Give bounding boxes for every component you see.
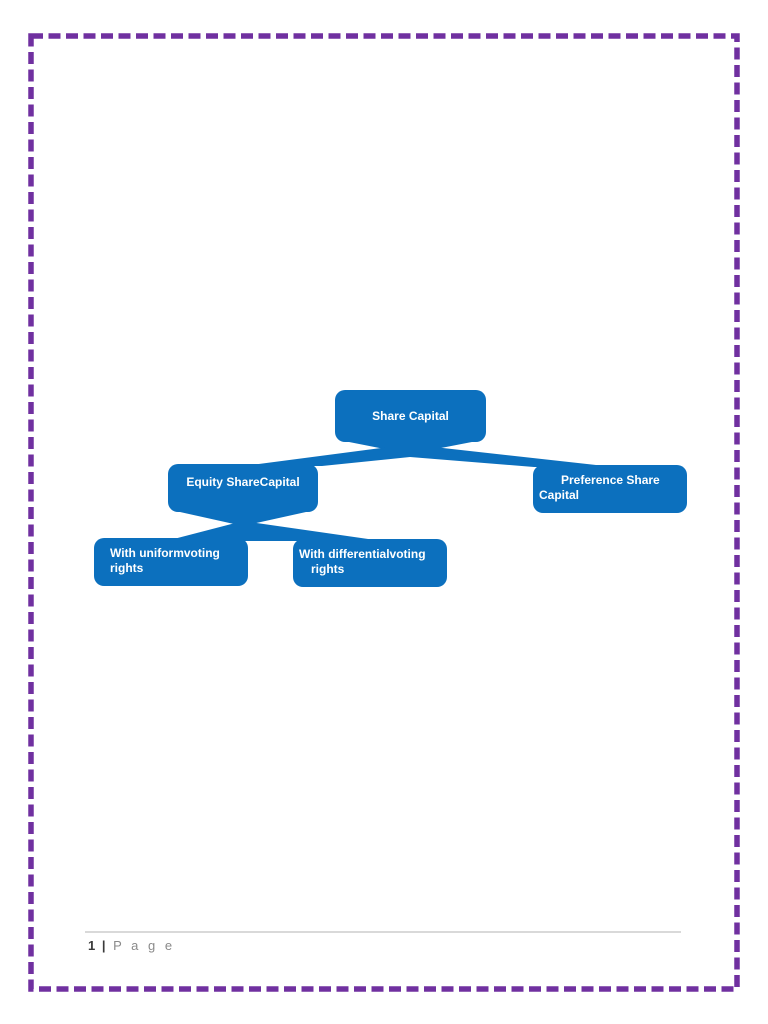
node-differential-voting-rights-label: With differentialvoting rights [299, 547, 426, 576]
page-border [28, 33, 740, 992]
footer-separator: | [101, 938, 106, 953]
connector-equity-tail [180, 512, 306, 526]
node-share-capital-label: Share Capital [372, 408, 449, 423]
node-uniform-voting-rights: With uniformvoting rights [94, 538, 248, 586]
footer-page-word: P a g e [113, 938, 176, 953]
node-equity-share-capital-label: Equity ShareCapital [186, 475, 300, 489]
node-uniform-voting-rights-label: With uniformvoting rights [110, 546, 220, 575]
footer-page-number: 1 [88, 938, 96, 953]
node-differential-voting-rights: With differentialvoting rights [293, 539, 447, 587]
node-preference-share-capital: Preference Share Capital [533, 465, 687, 513]
footer: 1 | P a g e [88, 938, 175, 953]
node-equity-share-capital: Equity ShareCapital [168, 464, 318, 512]
hierarchy-connectors [166, 441, 614, 541]
node-share-capital: Share Capital [335, 390, 486, 442]
connector-equity-roof [166, 521, 382, 541]
footer-divider [85, 931, 681, 933]
connector-root-wings [243, 445, 614, 467]
node-preference-share-capital-label: Preference Share Capital [539, 473, 660, 502]
